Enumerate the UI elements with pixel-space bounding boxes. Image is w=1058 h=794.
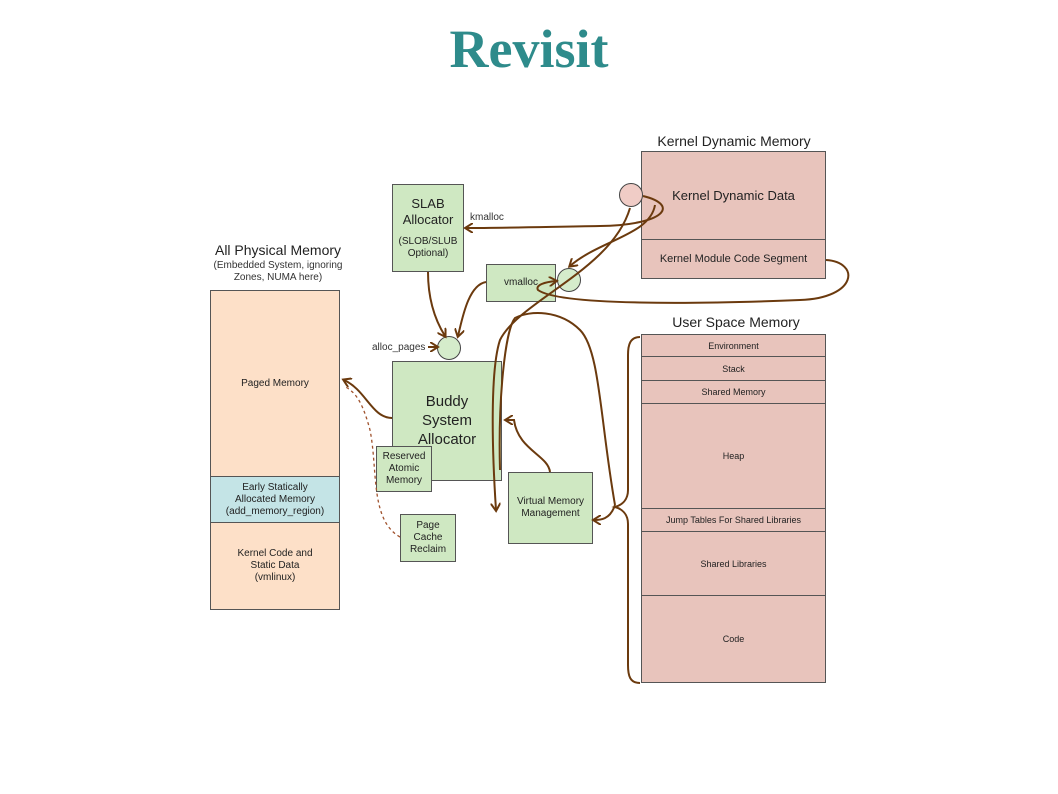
kernel-dynamic-memory-column: Kernel Dynamic Data Kernel Module Code S… [641,151,826,279]
slab-to-alloc-pages-arrow [427,271,445,336]
early-static-memory-block: Early Statically Allocated Memory (add_m… [211,477,339,523]
user-space-brace [611,336,641,684]
kernel-to-vmalloc-arrow [570,204,656,266]
alloc-pages-node-icon [437,336,461,360]
slab-allocator-box: SLAB Allocator (SLOB/SLUB Optional) [392,184,464,272]
virtual-memory-management-box: Virtual Memory Management [508,472,593,544]
segment-stack: Stack [642,357,825,381]
reserved-atomic-memory-box: Reserved Atomic Memory [376,446,432,492]
kernel-to-vmm-arrow [493,207,631,510]
vmalloc-to-alloc-pages-arrow [458,281,487,336]
kernel-dynamic-memory-heading: Kernel Dynamic Memory [657,133,811,149]
kernel-dynamic-node-icon [619,183,643,207]
segment-shared-libraries: Shared Libraries [642,532,825,596]
kernel-dynamic-data-block: Kernel Dynamic Data [642,152,825,240]
userspace-to-vmm-arrow [594,504,616,520]
page-cache-reclaim-box: Page Cache Reclaim [400,514,456,562]
buddy-to-paged-arrow [344,380,393,419]
segment-jump-tables: Jump Tables For Shared Libraries [642,509,825,532]
kmalloc-arrow [466,195,664,228]
userspace-to-vmalloc-arrow [498,312,616,506]
user-space-memory-column: Environment Stack Shared Memory Heap Jum… [641,334,826,683]
page-title: Revisit [449,19,609,79]
vmm-to-buddy-arrow [506,420,551,473]
segment-environment: Environment [642,335,825,357]
physical-memory-subheading: (Embedded System, ignoring Zones, NUMA h… [213,260,343,283]
kernel-module-code-block: Kernel Module Code Segment [659,253,808,265]
alloc-pages-label: alloc_pages [372,342,426,353]
page-cache-reclaim-path [343,385,401,538]
kmalloc-label: kmalloc [470,212,504,223]
paged-memory-block: Paged Memory [211,291,339,477]
segment-code: Code [722,634,745,644]
module-to-vmalloc-arrow [536,259,850,304]
kernel-code-block: Kernel Code and Static Data (vmlinux) [211,523,339,609]
physical-memory-heading: All Physical Memory [214,242,342,258]
user-space-memory-heading: User Space Memory [672,314,800,330]
physical-memory-column: Paged Memory Early Statically Allocated … [210,290,340,610]
segment-shared-memory: Shared Memory [642,381,825,404]
segment-heap: Heap [642,404,825,509]
